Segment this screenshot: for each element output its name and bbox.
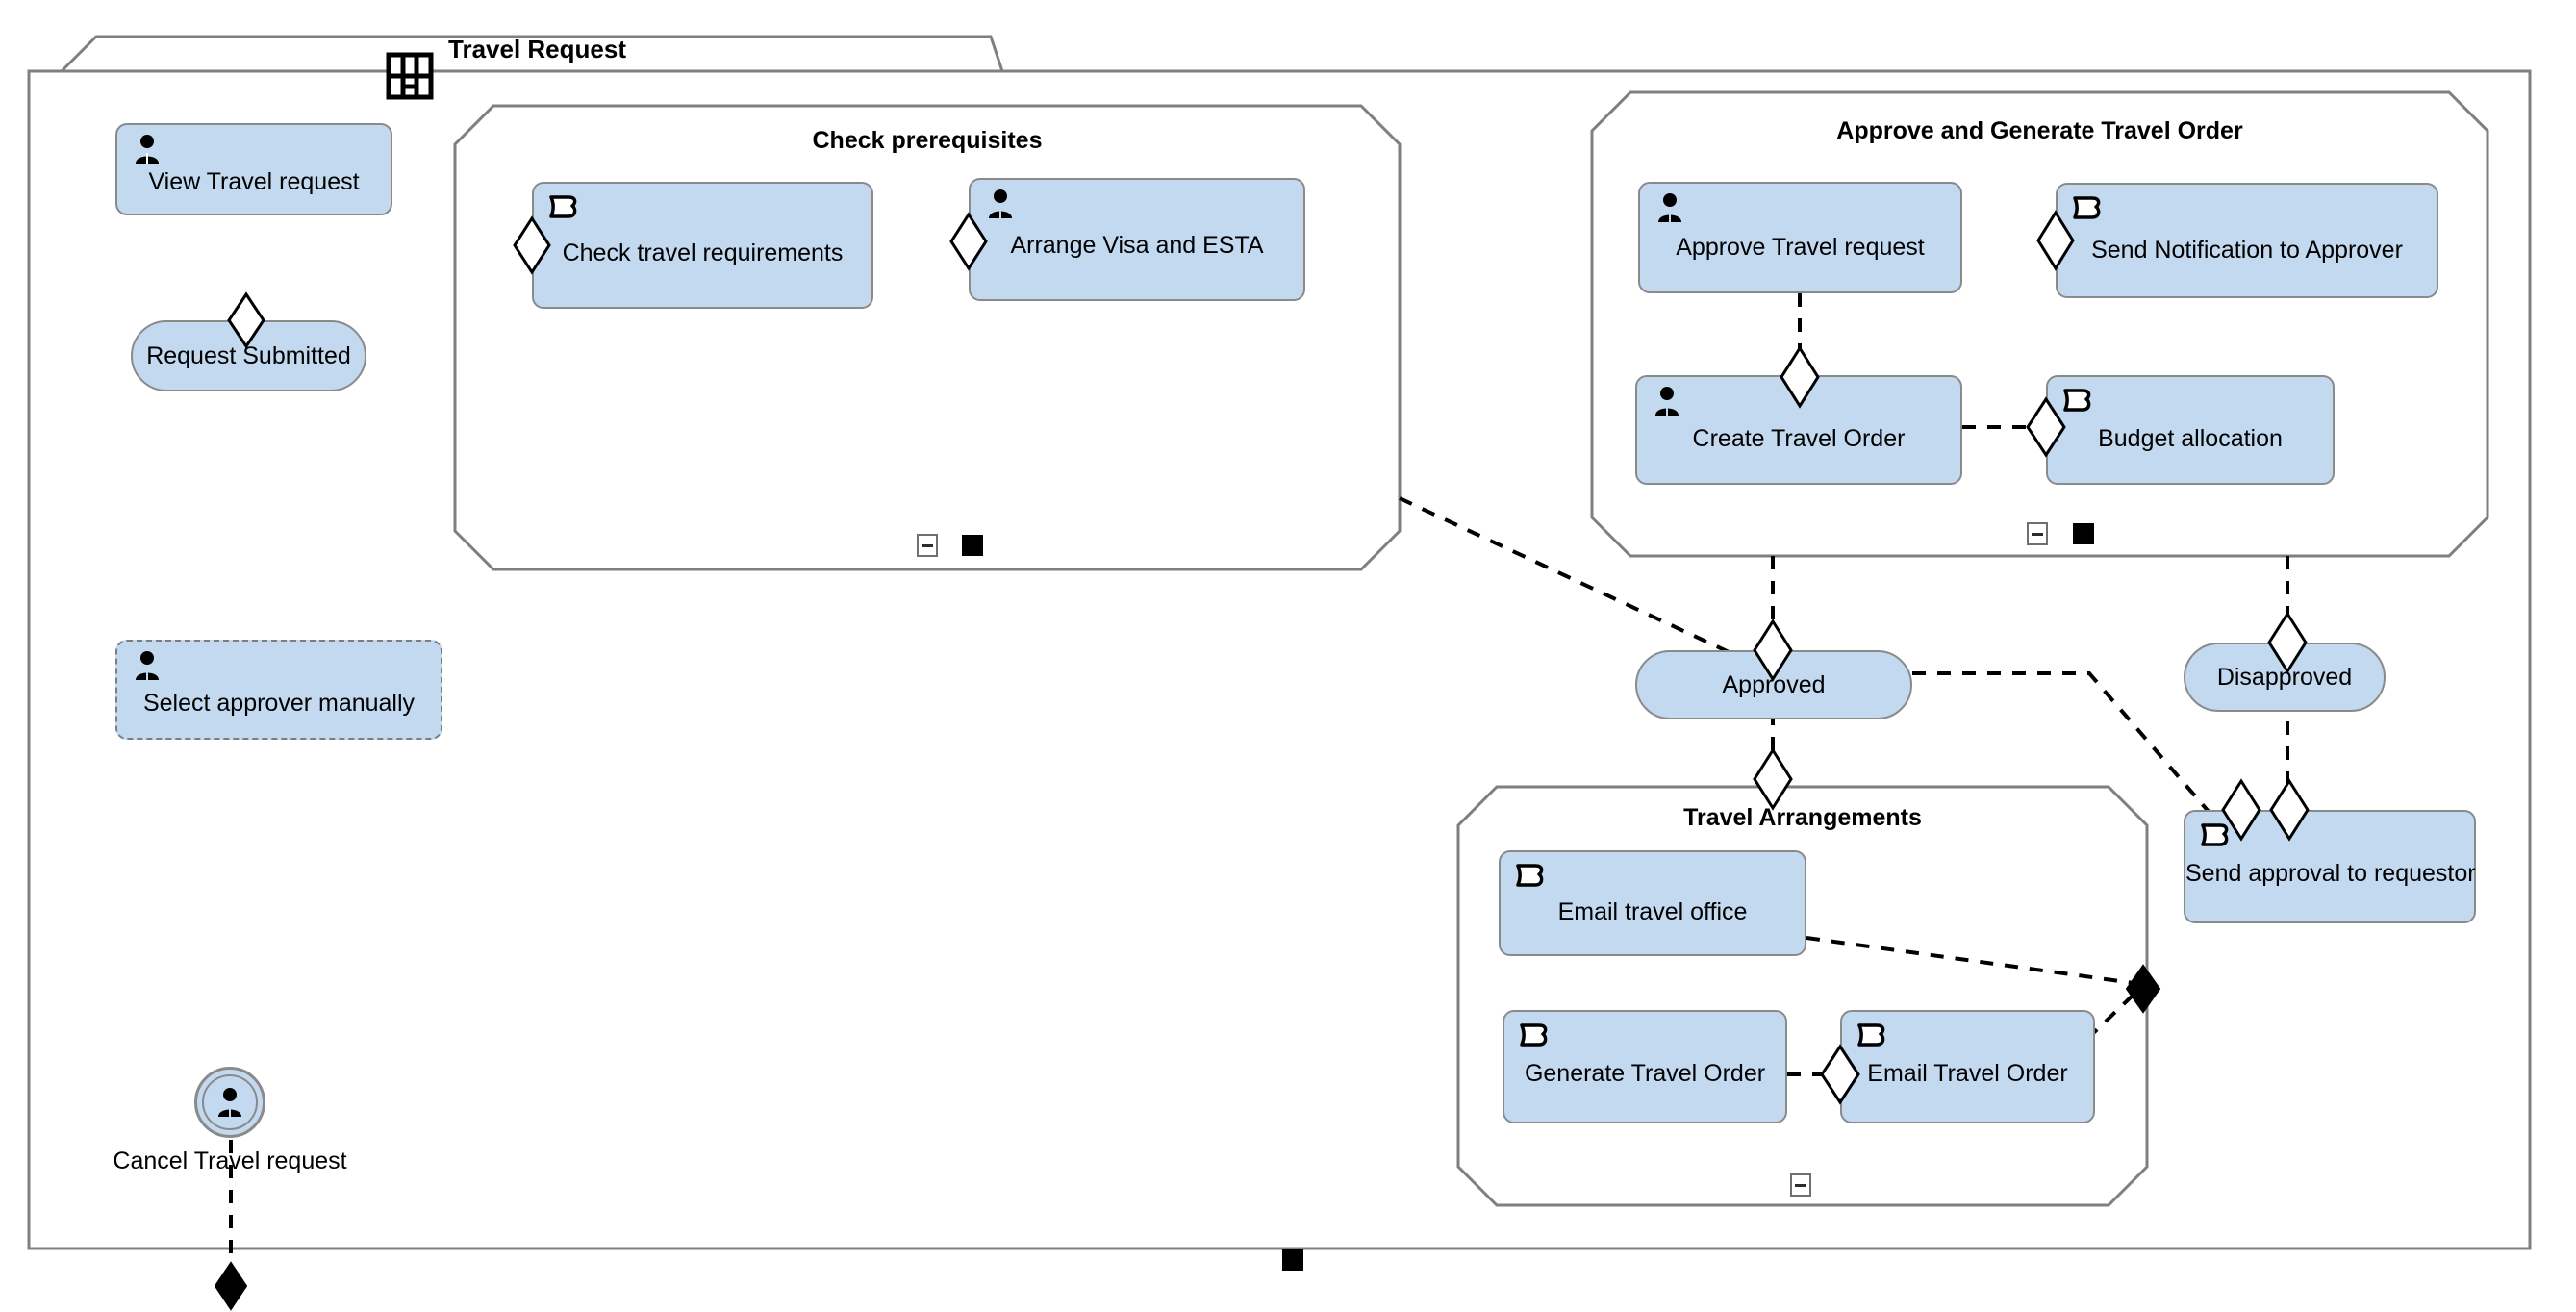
node-label-cancel-travel-request: Cancel Travel request [113, 1148, 347, 1174]
process-icon [1857, 1023, 1885, 1047]
junction-travel-arrangements[interactable] [1753, 747, 1793, 811]
edge-check-prerequisites-to-approved [1399, 496, 1769, 672]
junction-request-submitted[interactable] [227, 291, 265, 349]
frame-tab-outline [60, 35, 1004, 73]
frame-title: Travel Request [448, 35, 626, 63]
process-icon [2201, 823, 2229, 846]
node-view-travel-request[interactable]: View Travel request [115, 123, 392, 215]
node-label: Generate Travel Order [1524, 1060, 1766, 1087]
inner-ring [202, 1074, 258, 1130]
junction-filled-cancel[interactable] [214, 1261, 248, 1311]
group-title-approve-generate-travel-order: Approve and Generate Travel Order [1836, 117, 2243, 144]
actor-icon [218, 1088, 241, 1117]
node-arrange-visa-and-esta[interactable]: Arrange Visa and ESTA [969, 178, 1305, 301]
node-budget-allocation[interactable]: Budget allocation [2046, 375, 2335, 485]
group-title-travel-arrangements: Travel Arrangements [1683, 804, 1922, 831]
node-send-notification-to-approver[interactable]: Send Notification to Approver [2056, 183, 2438, 298]
actor-icon [136, 135, 159, 164]
node-label: View Travel request [148, 168, 360, 195]
junction-send-notification[interactable] [2036, 210, 2075, 271]
node-label: Send approval to requestor [2185, 860, 2476, 887]
junction-send-approval-right[interactable] [2269, 778, 2310, 842]
edge-approved-to-send-approval [1912, 671, 2236, 844]
frame-body-outline [27, 69, 2532, 1250]
node-label: Arrange Visa and ESTA [1010, 232, 1264, 259]
junction-check-travel-requirements[interactable] [513, 215, 551, 275]
node-approve-travel-request[interactable]: Approve Travel request [1638, 182, 1962, 293]
actor-icon [136, 651, 159, 680]
edge-email-travel-office-to-junction [1806, 936, 2134, 985]
node-label: Send Notification to Approver [2091, 237, 2403, 264]
junction-send-approval-left[interactable] [2221, 778, 2261, 842]
junction-arrange-visa[interactable] [949, 212, 988, 271]
black-square-marker-approve-generate[interactable] [2073, 523, 2094, 544]
edge-email-travel-order-to-junction [2085, 993, 2135, 1041]
node-select-approver-manually[interactable]: Select approver manually [115, 640, 442, 740]
junction-email-travel-order[interactable] [1820, 1044, 1860, 1105]
node-generate-travel-order[interactable]: Generate Travel Order [1503, 1010, 1787, 1123]
process-icon [2063, 389, 2091, 412]
collapse-minus-icon-travel-arrangements[interactable] [1790, 1173, 1811, 1197]
actor-icon [1655, 387, 1679, 416]
process-icon [549, 195, 577, 218]
node-label: Email Travel Order [1867, 1060, 2068, 1087]
process-icon [1520, 1023, 1548, 1047]
node-email-travel-order[interactable]: Email Travel Order [1840, 1010, 2095, 1123]
junction-approved[interactable] [1753, 618, 1793, 682]
actor-icon [989, 189, 1012, 218]
frame-bottom-port-marker[interactable] [1282, 1249, 1303, 1271]
black-square-marker-check-prerequisites[interactable] [962, 535, 983, 556]
node-label: Check travel requirements [562, 240, 844, 266]
node-cancel-travel-request[interactable] [194, 1067, 265, 1138]
junction-budget-allocation[interactable] [2026, 396, 2066, 458]
node-email-travel-office[interactable]: Email travel office [1499, 850, 1806, 956]
junction-filled-travel-arrangements[interactable] [2125, 964, 2161, 1014]
junction-create-travel-order[interactable] [1780, 345, 1820, 409]
process-icon [1516, 864, 1544, 887]
collapse-minus-icon-check-prerequisites[interactable] [917, 534, 938, 557]
process-icon [2073, 196, 2101, 219]
node-label: Select approver manually [142, 690, 416, 717]
node-label: Create Travel Order [1692, 425, 1906, 452]
node-label: Budget allocation [2098, 425, 2283, 452]
node-label: Email travel office [1557, 898, 1748, 925]
group-title-check-prerequisites: Check prerequisites [812, 127, 1043, 154]
collapse-minus-icon-approve-generate[interactable] [2027, 522, 2048, 545]
node-label: Approve Travel request [1676, 234, 1925, 261]
node-send-approval-to-requestor[interactable]: Send approval to requestor [2184, 810, 2476, 923]
grid-icon [386, 52, 434, 100]
node-check-travel-requirements[interactable]: Check travel requirements [532, 182, 873, 309]
junction-disapproved[interactable] [2267, 611, 2308, 674]
node-label: Request Submitted [146, 341, 351, 369]
actor-icon [1658, 193, 1681, 222]
